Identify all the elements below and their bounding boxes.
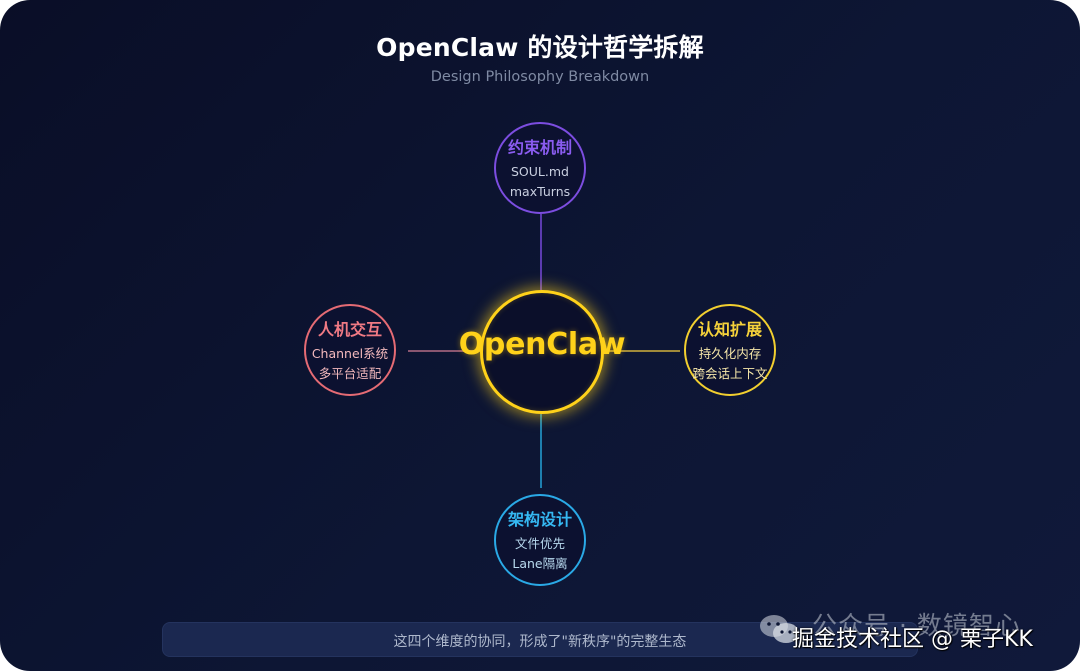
wechat-icon [760,615,799,643]
node-constraint-mechanism: 约束机制 SOUL.md maxTurns [494,122,586,214]
node-label: 架构设计 [507,510,572,529]
diagram-title: OpenClaw 的设计哲学拆解 [376,33,704,62]
connector-bottom [540,414,542,488]
juejin-watermark: 掘金技术社区 @ 栗子KK [792,627,1033,652]
node-detail: Channel系统 [311,346,389,361]
node-detail: maxTurns [509,184,571,199]
node-cognitive-extension: 认知扩展 持久化内存 跨会话上下文 [684,304,776,396]
node-detail: 多平台适配 [318,366,382,381]
node-architecture-design: 架构设计 文件优先 Lane隔离 [494,494,586,586]
node-detail: SOUL.md [511,164,569,179]
node-detail: Lane隔离 [512,556,568,571]
node-detail: 文件优先 [514,536,565,551]
diagram-subtitle: Design Philosophy Breakdown [430,69,650,85]
node-detail: 跨会话上下文 [692,366,768,381]
node-label: 约束机制 [507,138,572,157]
center-label: OpenClaw [458,327,626,362]
node-label: 人机交互 [317,320,382,339]
node-human-computer-interaction: 人机交互 Channel系统 多平台适配 [304,304,396,396]
connector-left [408,350,480,352]
wechat-watermark: 公众号 · 数镜智心 [812,611,1021,640]
node-label: 认知扩展 [697,320,762,339]
center-node [480,290,604,414]
footer-caption: 这四个维度的协同，形成了"新秩序"的完整生态 [393,634,687,650]
connector-right [604,350,680,352]
node-detail: 持久化内存 [698,346,762,361]
connector-top [540,214,542,290]
